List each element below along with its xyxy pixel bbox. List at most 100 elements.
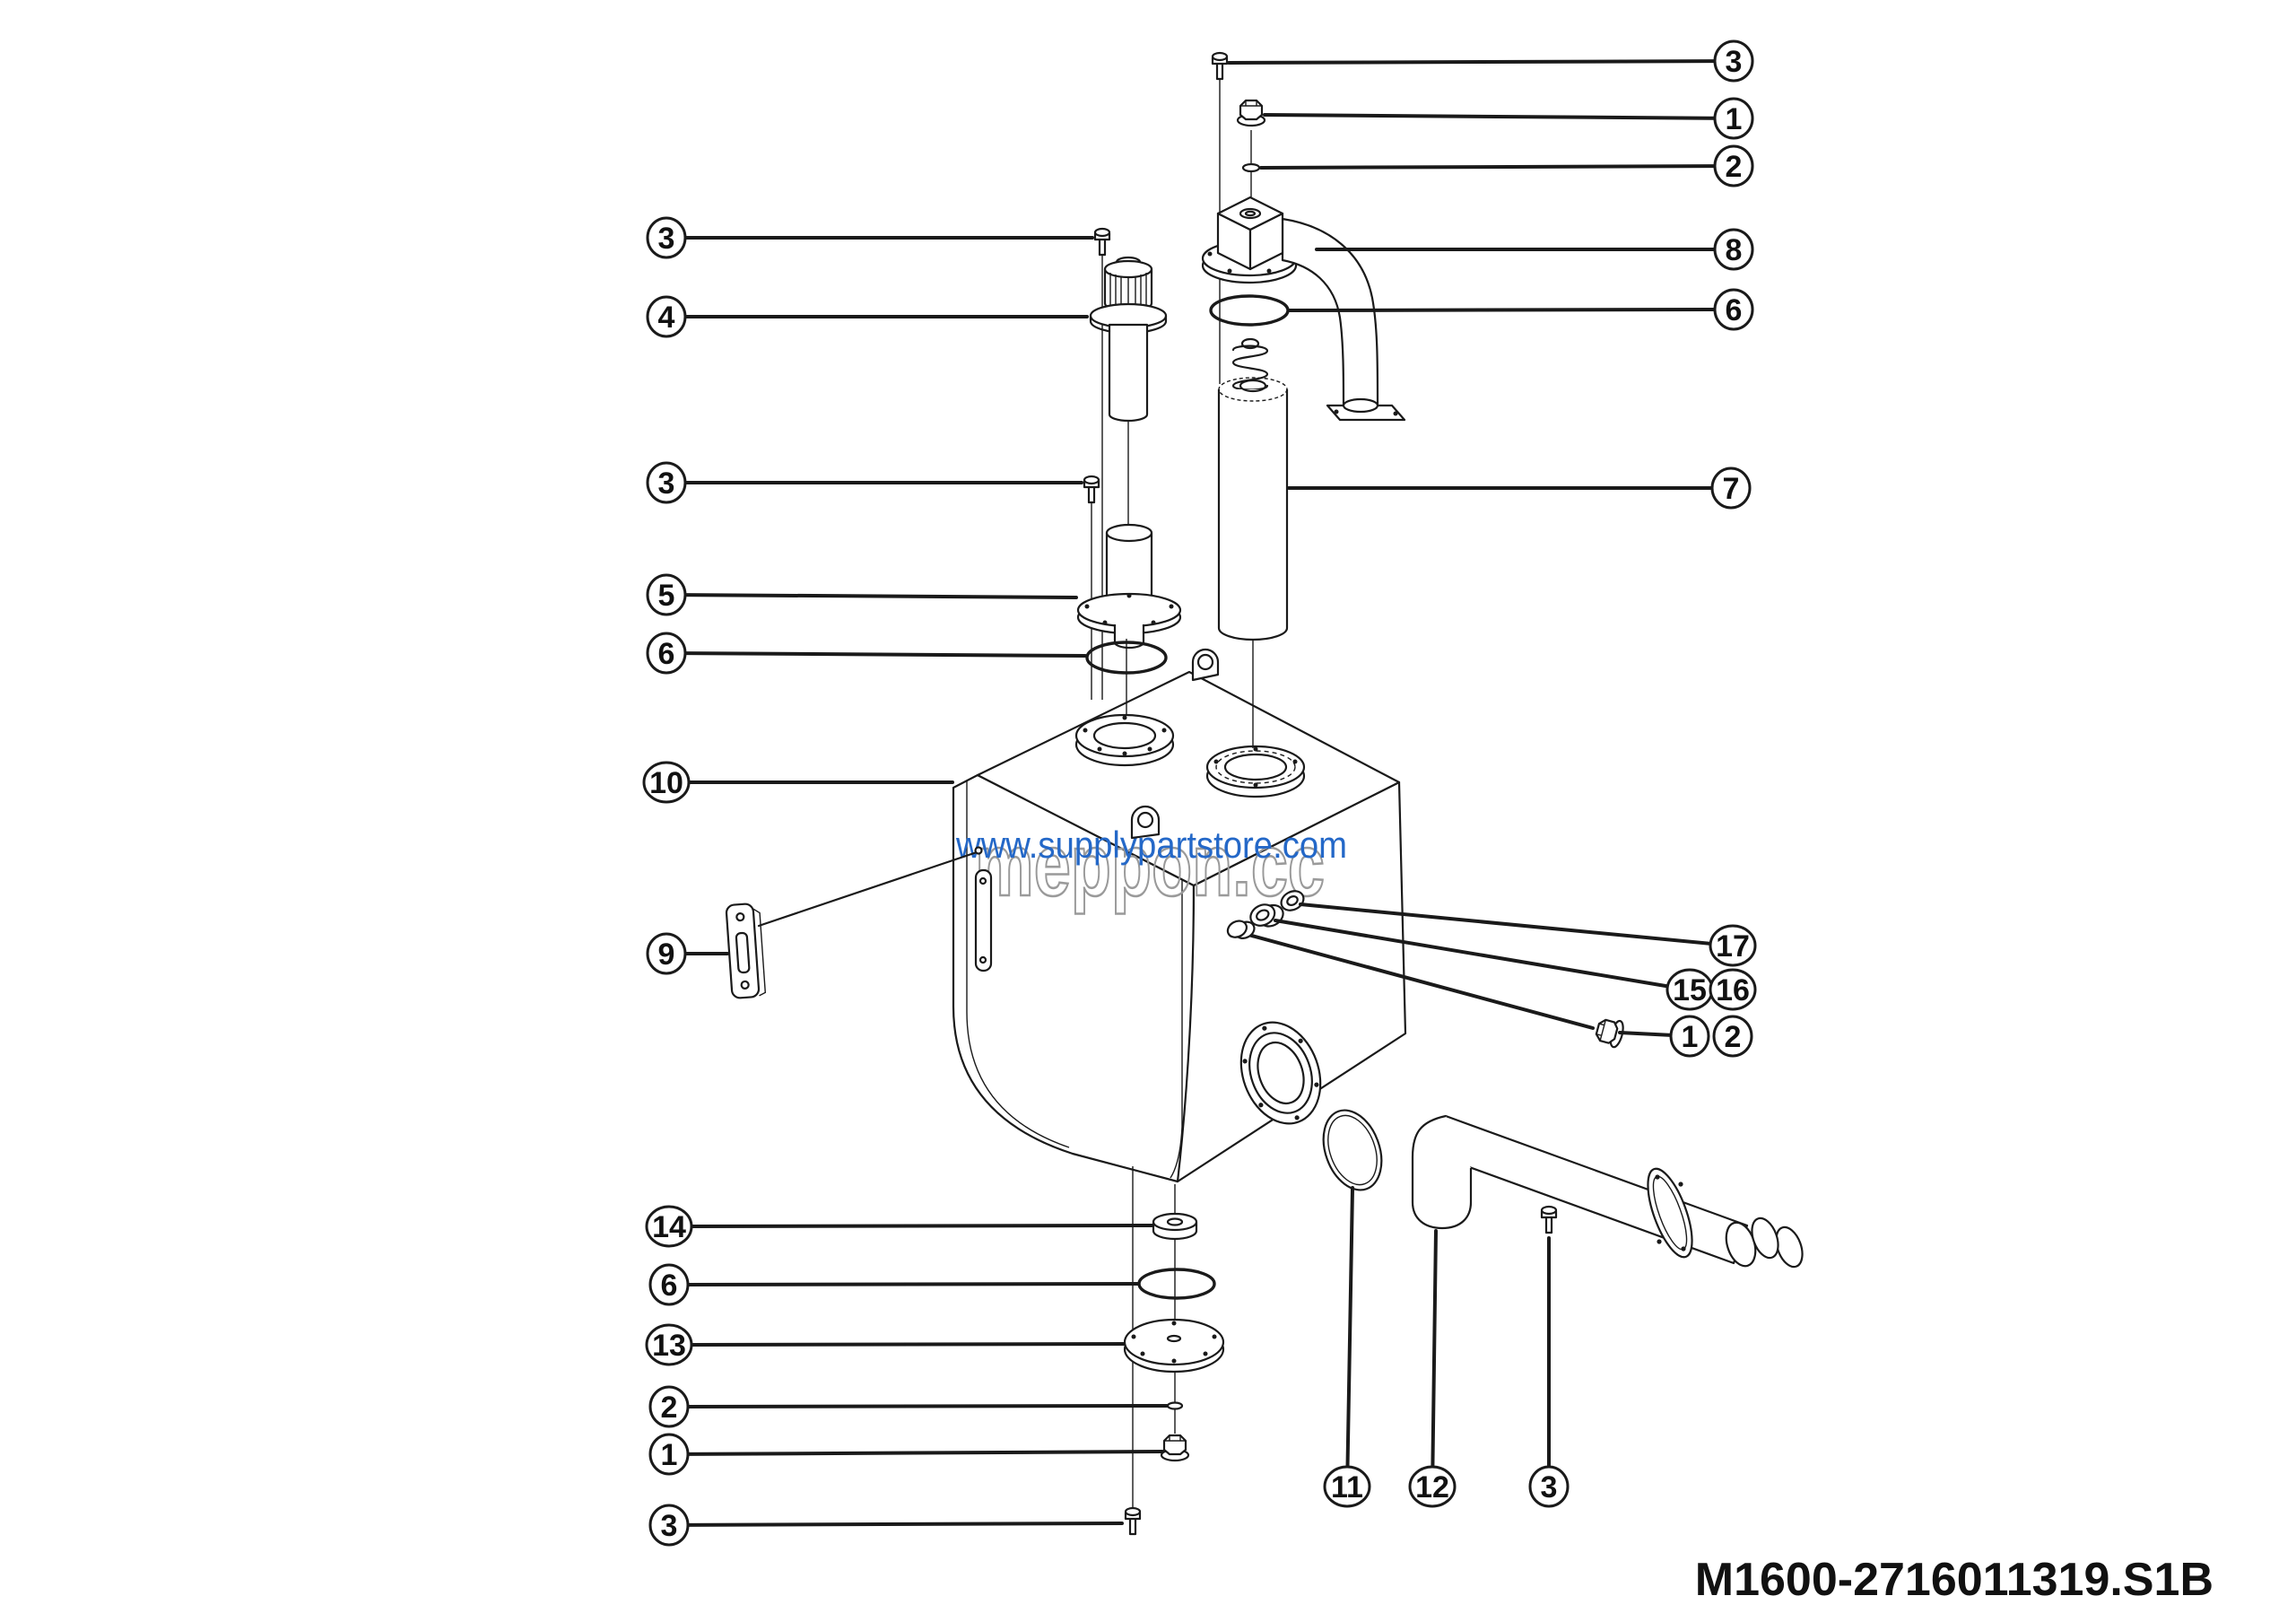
drain-plate-part xyxy=(1123,1318,1225,1373)
svg-text:3: 3 xyxy=(1726,45,1743,79)
screw-top-center xyxy=(1211,51,1229,81)
suction-block-part xyxy=(1216,196,1284,271)
drain-washer xyxy=(1166,1401,1184,1410)
tank-body xyxy=(952,670,1407,1183)
breather-cap-part xyxy=(1089,256,1168,335)
callout-bubble-3-26[interactable]: 3 xyxy=(1528,1465,1570,1508)
callout-bubble-6-4[interactable]: 6 xyxy=(646,632,687,675)
leader-line-3 xyxy=(686,1522,1124,1527)
drain-grommet-part xyxy=(1152,1212,1198,1241)
svg-text:17: 17 xyxy=(1716,929,1750,964)
drain-pipe-part xyxy=(1411,1114,1804,1269)
drawing-number: M1600-2716011319.S1B xyxy=(1695,1554,2213,1606)
rear-lifting-eyelet xyxy=(1191,648,1220,682)
callout-bubble-4-1[interactable]: 4 xyxy=(646,295,687,338)
svg-text:1: 1 xyxy=(1682,1020,1699,1054)
svg-text:15: 15 xyxy=(1673,973,1707,1007)
tank-right-opening-flange xyxy=(1205,745,1306,798)
o-ring-suction xyxy=(1209,294,1290,327)
svg-text:8: 8 xyxy=(1726,233,1743,267)
sight-gauge-assembly xyxy=(725,846,993,999)
dipstick-tube-part xyxy=(1108,323,1149,526)
suction-filter-assembly xyxy=(1201,51,1406,748)
callout-bubble-6-8[interactable]: 6 xyxy=(648,1263,690,1306)
screw-mid-left xyxy=(1083,475,1100,504)
callout-bubble-15-20[interactable]: 15 xyxy=(1665,968,1714,1011)
callout-bubble-7-18[interactable]: 7 xyxy=(1710,467,1752,510)
callout-bubble-3-12[interactable]: 3 xyxy=(648,1504,690,1547)
washer-top xyxy=(1241,162,1261,173)
leader-line-2 xyxy=(686,1404,1169,1408)
svg-text:9: 9 xyxy=(658,937,675,972)
svg-text:14: 14 xyxy=(652,1210,686,1244)
svg-text:5: 5 xyxy=(658,579,675,613)
drain-bolt xyxy=(1160,1434,1190,1462)
fitting-ring-17 xyxy=(1280,890,1305,911)
leader-line-2 xyxy=(1259,164,1717,170)
leader-line-3 xyxy=(1227,59,1717,65)
callout-bubble-13-9[interactable]: 13 xyxy=(645,1323,693,1366)
leader-line-14 xyxy=(690,1224,1154,1228)
callout-bubble-9-6[interactable]: 9 xyxy=(646,932,687,975)
leader-line-15 xyxy=(1274,919,1670,989)
leader-line-6 xyxy=(683,651,1087,658)
spring-part xyxy=(1231,337,1269,391)
callout-bubble-3-13[interactable]: 3 xyxy=(1713,39,1754,83)
svg-text:6: 6 xyxy=(661,1269,678,1303)
front-lifting-eyelet xyxy=(1130,805,1161,840)
svg-text:3: 3 xyxy=(658,222,675,256)
o-ring-drain xyxy=(1137,1268,1216,1300)
svg-text:6: 6 xyxy=(658,637,675,671)
callout-bubble-8-16[interactable]: 8 xyxy=(1713,228,1754,271)
callout-bubble-1-11[interactable]: 1 xyxy=(648,1433,690,1476)
bolt-top xyxy=(1236,99,1266,127)
callout-bubble-10-5[interactable]: 10 xyxy=(642,761,691,804)
callout-bubble-17-19[interactable]: 17 xyxy=(1709,924,1757,967)
callout-bubble-3-2[interactable]: 3 xyxy=(646,461,687,504)
leader-line-13 xyxy=(690,1342,1126,1347)
filter-element-part xyxy=(1217,377,1289,748)
svg-text:7: 7 xyxy=(1723,472,1740,506)
elbow-pipe-part xyxy=(1281,217,1406,422)
svg-text:3: 3 xyxy=(1541,1470,1558,1504)
callout-bubble-2-23[interactable]: 2 xyxy=(1712,1015,1753,1058)
callout-bubble-1-22[interactable]: 1 xyxy=(1669,1015,1710,1058)
leader-line-12 xyxy=(1431,1229,1438,1469)
svg-text:6: 6 xyxy=(1726,293,1743,327)
callout-bubble-12-25[interactable]: 12 xyxy=(1408,1465,1457,1508)
svg-text:4: 4 xyxy=(658,301,675,335)
callout-bubble-5-3[interactable]: 5 xyxy=(646,573,687,616)
svg-text:2: 2 xyxy=(1726,150,1743,184)
callout-bubble-1-14[interactable]: 1 xyxy=(1713,97,1754,140)
svg-text:10: 10 xyxy=(649,766,683,800)
svg-text:16: 16 xyxy=(1716,973,1750,1007)
callout-bubble-6-17[interactable]: 6 xyxy=(1713,288,1754,331)
sight-gauge-plate-part xyxy=(725,903,767,999)
filler-breather-assembly xyxy=(1076,227,1182,714)
svg-text:3: 3 xyxy=(658,467,675,501)
drain-screw xyxy=(1124,1506,1142,1536)
sight-gauge-boss xyxy=(974,868,993,972)
pipe-collar xyxy=(1751,1216,1804,1269)
callout-bubble-14-7[interactable]: 14 xyxy=(645,1205,693,1248)
screw-pipe xyxy=(1540,1205,1558,1234)
callout-bubble-16-21[interactable]: 16 xyxy=(1709,968,1757,1011)
leader-line-5 xyxy=(683,593,1078,599)
svg-text:13: 13 xyxy=(652,1329,686,1363)
leader-line-1 xyxy=(1618,1031,1673,1037)
callout-bubble-2-10[interactable]: 2 xyxy=(648,1385,690,1428)
callout-bubble-3-0[interactable]: 3 xyxy=(646,216,687,259)
callout-bubble-2-15[interactable]: 2 xyxy=(1713,144,1754,187)
port-gasket-part xyxy=(1322,1109,1383,1191)
leader-line-17 xyxy=(1299,903,1713,946)
screw-top-left xyxy=(1093,227,1111,257)
fitting-plug xyxy=(1226,920,1256,939)
svg-text:2: 2 xyxy=(1725,1020,1742,1054)
svg-text:12: 12 xyxy=(1415,1470,1449,1504)
leader-line-6 xyxy=(686,1282,1140,1286)
callout-bubble-11-24[interactable]: 11 xyxy=(1323,1465,1371,1508)
port-flange-part xyxy=(1239,1021,1322,1125)
tank-left-opening-flange xyxy=(1074,713,1175,767)
